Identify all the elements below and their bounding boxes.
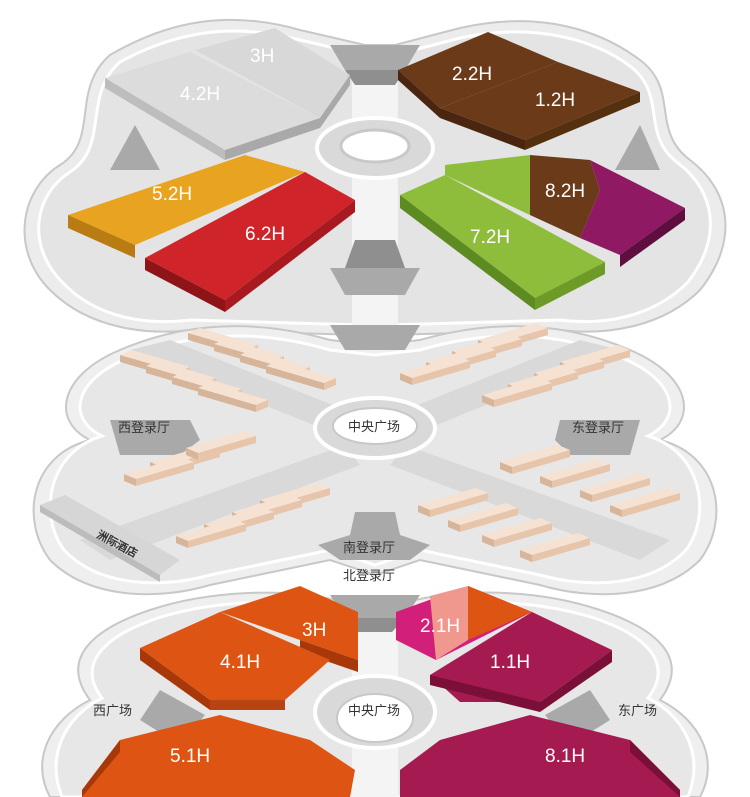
hall-1.2H[interactable]: 1.2H bbox=[440, 62, 640, 150]
hall-label-2.2H: 2.2H bbox=[452, 64, 492, 85]
east-login-hall[interactable] bbox=[555, 420, 640, 455]
north-login-hall-label: 北登录厅 bbox=[343, 569, 395, 584]
hall-label-7.2H: 7.2H bbox=[470, 227, 510, 248]
hall-label-5.1H: 5.1H bbox=[170, 746, 210, 767]
south-login-hall[interactable] bbox=[318, 512, 430, 560]
upper-north-connector bbox=[330, 45, 420, 70]
hall-6.2H[interactable]: 6.2H bbox=[145, 172, 355, 312]
lower-level: 北登录厅 中央广场 西广场 东广场 3H 4.1H bbox=[41, 569, 709, 797]
hall-label-5.2H: 5.2H bbox=[152, 184, 192, 205]
hall-4.1H[interactable]: 4.1H bbox=[140, 612, 330, 710]
hall-label-2.1H: 2.1H bbox=[420, 616, 460, 637]
hall-2.2H[interactable]: 2.2H bbox=[398, 32, 558, 118]
east-login-hall-label: 东登录厅 bbox=[572, 421, 624, 436]
hall-5.2H[interactable]: 5.2H bbox=[68, 155, 305, 258]
hall-label-1.2H: 1.2H bbox=[535, 90, 575, 111]
east-plaza-label: 东广场 bbox=[618, 704, 657, 719]
hall-2.1H[interactable]: 2.1H bbox=[396, 586, 532, 660]
middle-central-plaza-label: 中央广场 bbox=[348, 420, 400, 435]
hall-4.2H[interactable]: 4.2H bbox=[105, 52, 320, 160]
hall-label-3H-upper: 3H bbox=[250, 46, 274, 67]
hall-8.2H[interactable]: 8.2H bbox=[530, 155, 685, 267]
hall-3H-upper[interactable]: 3H bbox=[195, 28, 350, 128]
hall-label-6.2H: 6.2H bbox=[245, 224, 285, 245]
south-login-hall-label: 南登录厅 bbox=[343, 540, 395, 556]
west-plaza-label: 西广场 bbox=[93, 704, 132, 719]
middle-level: 中央广场 西登录厅 东登录厅 南登录厅 洲际酒店 bbox=[32, 323, 718, 596]
hall-8.1H[interactable]: 8.1H bbox=[400, 715, 680, 797]
upper-east-connector bbox=[615, 125, 660, 170]
hall-label-4.1H: 4.1H bbox=[220, 652, 260, 673]
hall-1.1H[interactable]: 1.1H bbox=[430, 612, 612, 712]
hall-3H-lower[interactable]: 3H bbox=[220, 586, 358, 672]
upper-level: 4.2H 3H 2.2H 1.2H 5.2H bbox=[23, 18, 727, 336]
road-diagonal-se bbox=[390, 445, 670, 560]
hall-7.2H[interactable]: 7.2H bbox=[400, 155, 605, 310]
hall-label-8.2H: 8.2H bbox=[545, 181, 585, 202]
upper-west-connector bbox=[110, 125, 160, 170]
hall-label-1.1H: 1.1H bbox=[490, 652, 530, 673]
hall-label-4.2H: 4.2H bbox=[180, 84, 220, 105]
west-login-hall[interactable] bbox=[110, 420, 200, 455]
hall-label-3H-lower: 3H bbox=[302, 620, 326, 641]
road-diagonal-nw bbox=[130, 340, 370, 440]
lower-central-plaza-label: 中央广场 bbox=[348, 704, 400, 719]
upper-south-connector bbox=[330, 268, 420, 295]
hall-label-8.1H: 8.1H bbox=[545, 746, 585, 767]
hall-5.1H[interactable]: 5.1H bbox=[82, 715, 355, 797]
road-diagonal-sw bbox=[80, 445, 360, 560]
west-login-hall-label: 西登录厅 bbox=[118, 421, 170, 436]
